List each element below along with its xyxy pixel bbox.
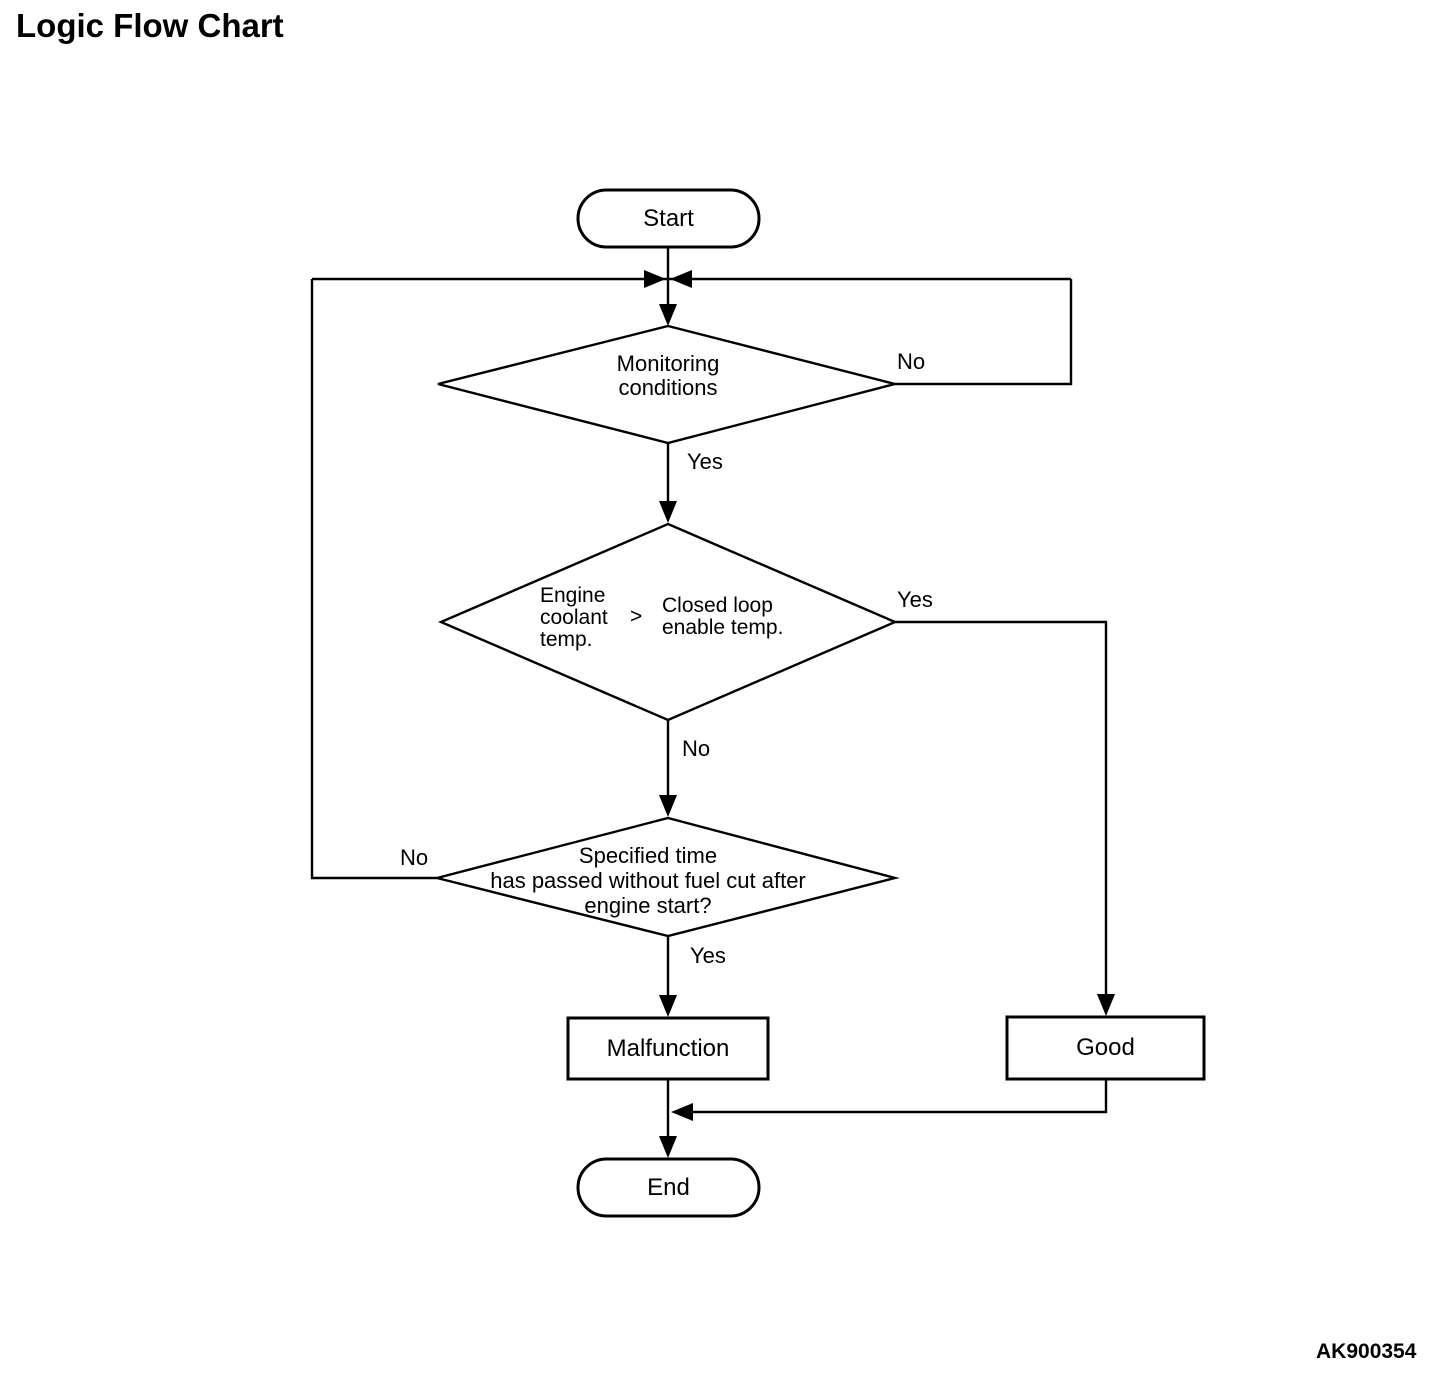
malfunction-node-label: Malfunction (606, 1034, 730, 1062)
coolant-decision-shape (437, 522, 899, 722)
monitoring-yes-edge-label: Yes (687, 449, 723, 474)
junction-arrow-right-icon (670, 270, 692, 288)
edge-good-to-merge (690, 1079, 1108, 1114)
edge-fuelcut-no-loop (310, 279, 437, 880)
start-node-label: Start (643, 204, 694, 232)
good-box-shape (1005, 1015, 1206, 1081)
coolant-left-line-1: Engine (540, 584, 606, 607)
arrow-into-malfunction-icon (659, 995, 677, 1017)
fuelcut-line-2: has passed without fuel cut after (490, 868, 806, 893)
edge-monitoring-no-loop (895, 279, 1073, 386)
arrow-into-monitoring-icon (659, 304, 677, 326)
good-node-label: Good (1076, 1034, 1135, 1061)
fuelcut-line-1: Specified time (578, 843, 718, 868)
coolant-decision-operator: > (630, 605, 643, 628)
monitoring-decision-shape (437, 324, 896, 445)
arrow-into-end-icon (659, 1136, 677, 1158)
arrow-into-fuelcut-icon (659, 795, 677, 817)
coolant-right-line-1: Closed loop (662, 594, 773, 617)
figure-code: AK900354 (1316, 1340, 1417, 1363)
arrow-into-good-icon (1097, 994, 1115, 1016)
fuelcut-decision-label: Specified time has passed without fuel c… (448, 843, 848, 918)
monitoring-no-edge-label: No (897, 349, 926, 374)
end-terminator-shape (576, 1157, 761, 1218)
coolant-left-line-3: temp. (540, 628, 593, 651)
coolant-no-edge-label: No (682, 736, 711, 761)
page-title: Logic Flow Chart (16, 7, 284, 44)
junction-arrow-left-icon (644, 270, 666, 288)
start-terminator-shape (576, 188, 761, 249)
coolant-left-line-2: coolant (540, 606, 608, 629)
fuelcut-no-edge-label: No (400, 845, 429, 870)
fuelcut-yes-edge-label: Yes (690, 943, 726, 968)
coolant-right-line-2: enable temp. (662, 616, 784, 639)
monitoring-decision-label: Monitoring conditions (518, 352, 818, 400)
coolant-decision-right-operand: Closed loop enable temp. (662, 595, 783, 639)
malfunction-box-shape (566, 1016, 770, 1081)
monitoring-line-2: conditions (618, 375, 718, 400)
coolant-yes-edge-label: Yes (897, 587, 933, 612)
fuelcut-line-3: engine start? (584, 893, 712, 918)
arrow-into-coolant-icon (659, 501, 677, 523)
fuelcut-decision-shape (436, 816, 900, 938)
monitoring-line-1: Monitoring (616, 351, 720, 376)
edge-coolant-yes-to-good (895, 620, 1108, 999)
end-node-label: End (647, 1173, 690, 1201)
coolant-decision-left-operand: Engine coolant temp. (540, 585, 608, 651)
merge-arrow-left-icon (671, 1103, 693, 1121)
